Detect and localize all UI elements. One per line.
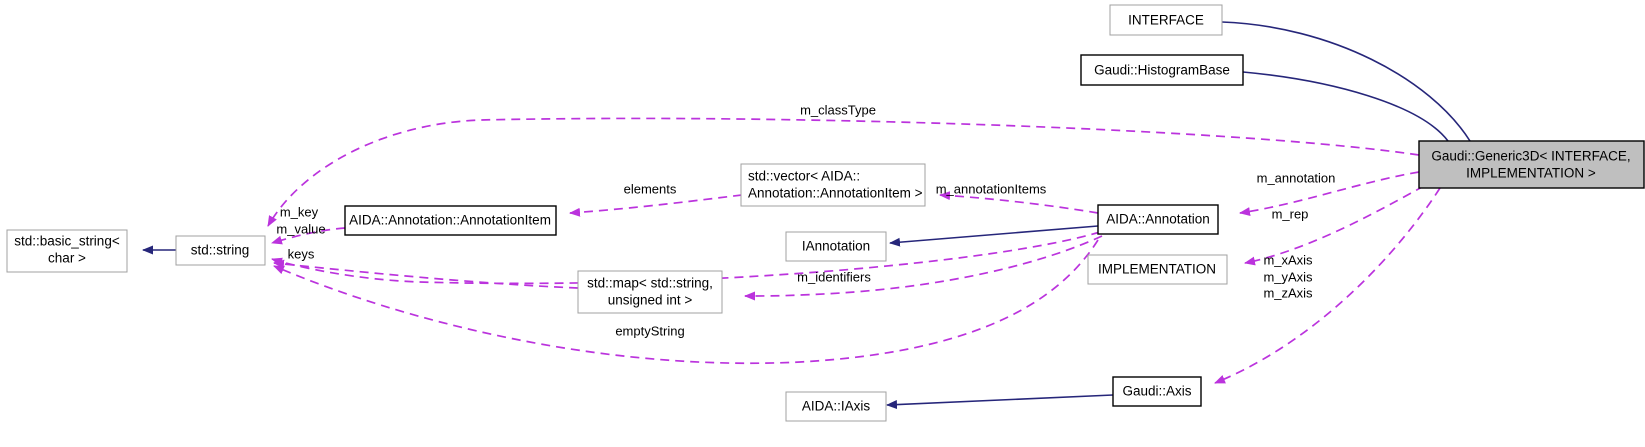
node-std-vector-annotationitem-label-line2: Annotation::AnnotationItem > xyxy=(748,186,923,201)
node-gaudi-histogrambase-label: Gaudi::HistogramBase xyxy=(1094,63,1230,78)
edge-label-emptystring: emptyString xyxy=(615,323,684,338)
edge-label-m-value: m_value xyxy=(276,221,325,236)
node-gaudi-histogrambase-box xyxy=(1080,54,1244,86)
edge-m-axes xyxy=(1214,187,1441,384)
node-aida-annotation-annotationitem[interactable]: AIDA::Annotation::AnnotationItem xyxy=(344,205,557,236)
node-std-basic-string-label-line1: std::basic_string< xyxy=(14,234,120,249)
edge-m-annotationitems xyxy=(939,191,1099,214)
node-std-string-box xyxy=(175,235,266,266)
node-std-vector-annotationitem-box xyxy=(740,163,926,207)
node-gaudi-axis-box xyxy=(1112,376,1202,407)
edge-label-m-yaxis: m_yAxis xyxy=(1263,269,1313,284)
node-gaudi-axis[interactable]: Gaudi::Axis xyxy=(1112,376,1202,407)
node-implementation[interactable]: IMPLEMENTATION xyxy=(1087,254,1228,285)
node-aida-iaxis[interactable]: AIDA::IAxis xyxy=(785,391,887,422)
node-std-string-label: std::string xyxy=(191,243,250,258)
node-interface[interactable]: INTERFACE xyxy=(1109,4,1223,36)
edge-m-classtype xyxy=(267,117,1420,227)
edge-m-key-m-value xyxy=(271,227,346,245)
inheritance-edges xyxy=(142,17,1471,410)
edge-interface-to-generic3d xyxy=(1211,17,1471,142)
node-iannotation-box xyxy=(785,231,887,262)
node-iannotation-label: IAnnotation xyxy=(802,239,870,254)
edge-iaxis-to-axis xyxy=(886,394,1114,410)
node-interface-box xyxy=(1109,4,1223,36)
node-aida-annotation-box xyxy=(1097,204,1219,235)
node-std-basic-string-box xyxy=(6,229,128,273)
edge-label-m-xaxis: m_xAxis xyxy=(1263,252,1313,267)
node-gaudi-generic3d-box xyxy=(1418,140,1645,189)
node-aida-annotation-annotationitem-label: AIDA::Annotation::AnnotationItem xyxy=(349,213,551,228)
node-std-basic-string-label-line2: char > xyxy=(48,251,86,266)
edge-label-keys: keys xyxy=(288,246,315,261)
edge-label-m-annotation: m_annotation xyxy=(1257,170,1336,185)
node-gaudi-generic3d-label-line2: IMPLEMENTATION > xyxy=(1466,166,1596,181)
node-aida-annotation-annotationitem-box xyxy=(344,205,557,236)
node-aida-iaxis-box xyxy=(785,391,887,422)
node-aida-iaxis-label: AIDA::IAxis xyxy=(802,399,871,414)
node-iannotation[interactable]: IAnnotation xyxy=(785,231,887,262)
edge-label-elements: elements xyxy=(624,181,677,196)
node-std-map-label-line2: unsigned int > xyxy=(608,293,693,308)
node-std-map-label-line1: std::map< std::string, xyxy=(587,276,713,291)
edge-histogrambase-to-generic3d xyxy=(1232,66,1449,142)
node-aida-annotation-label: AIDA::Annotation xyxy=(1106,212,1210,227)
node-gaudi-generic3d[interactable]: Gaudi::Generic3D< INTERFACE, IMPLEMENTAT… xyxy=(1418,140,1645,189)
node-implementation-label: IMPLEMENTATION xyxy=(1098,262,1216,277)
node-std-vector-annotationitem[interactable]: std::vector< AIDA:: Annotation::Annotati… xyxy=(740,163,926,207)
node-std-string[interactable]: std::string xyxy=(175,235,266,266)
edge-label-m-identifiers: m_identifiers xyxy=(797,269,871,284)
node-aida-annotation[interactable]: AIDA::Annotation xyxy=(1097,204,1219,235)
edge-m-identifiers xyxy=(744,235,1103,301)
node-gaudi-generic3d-label-line1: Gaudi::Generic3D< INTERFACE, xyxy=(1431,149,1630,164)
edge-elements xyxy=(569,194,743,217)
edge-iannotation-to-annotation xyxy=(889,225,1099,247)
edge-label-m-annotationitems: m_annotationItems xyxy=(936,181,1047,196)
node-std-map[interactable]: std::map< std::string, unsigned int > xyxy=(577,270,723,314)
edge-emptystring xyxy=(273,239,1099,365)
edge-label-group: m_classType elements m_annotationItems m… xyxy=(276,102,1335,338)
edge-label-m-key: m_key xyxy=(280,204,319,219)
edge-m-annotation xyxy=(1239,171,1420,216)
edge-label-m-rep: m_rep xyxy=(1272,206,1309,221)
edge-label-m-zaxis: m_zAxis xyxy=(1263,285,1313,300)
edge-map-to-string xyxy=(273,259,579,289)
node-implementation-box xyxy=(1087,254,1228,285)
node-gaudi-axis-label: Gaudi::Axis xyxy=(1122,384,1191,399)
node-interface-label: INTERFACE xyxy=(1128,13,1204,28)
edge-m-rep xyxy=(1244,185,1425,266)
node-std-basic-string[interactable]: std::basic_string< char > xyxy=(6,229,128,273)
node-std-map-box xyxy=(577,270,723,314)
edge-label-m-classtype: m_classType xyxy=(800,102,876,117)
node-std-vector-annotationitem-label-line1: std::vector< AIDA:: xyxy=(748,169,860,184)
node-gaudi-histogrambase[interactable]: Gaudi::HistogramBase xyxy=(1080,54,1244,86)
